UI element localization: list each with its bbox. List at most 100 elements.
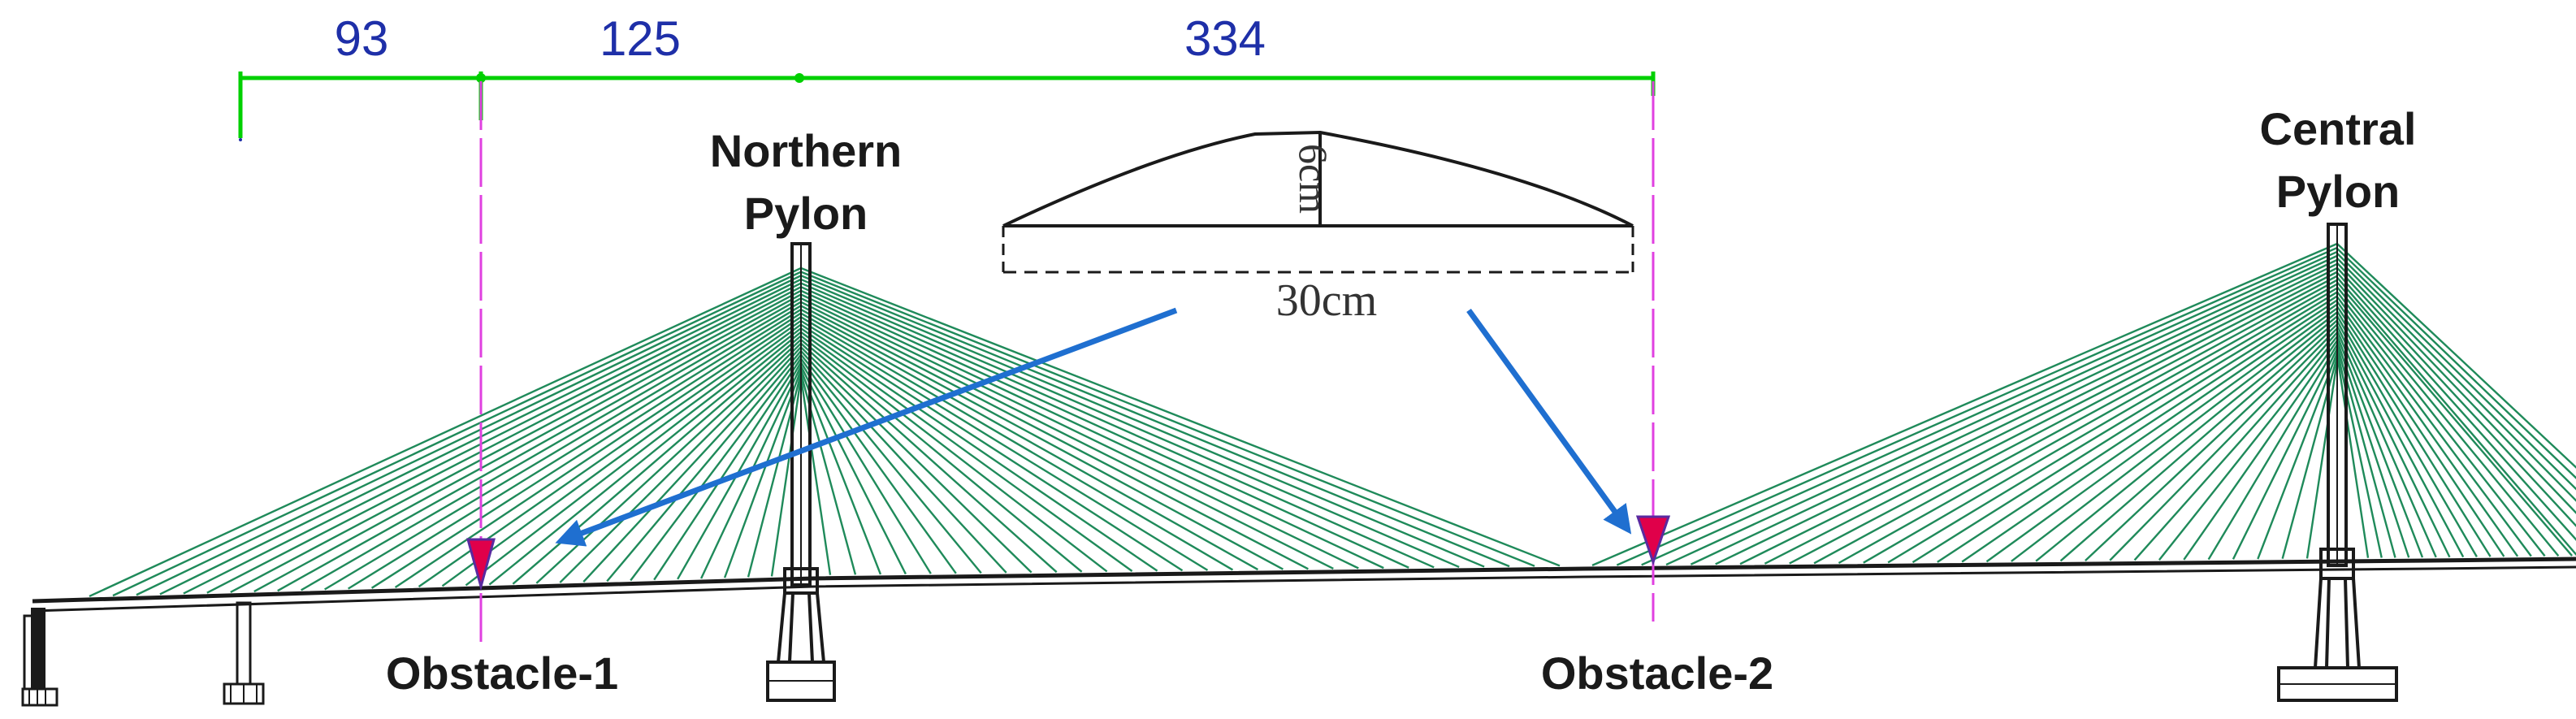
stay-cable xyxy=(800,278,1485,568)
stay-cable xyxy=(2059,319,2338,562)
stay-cable xyxy=(582,346,802,583)
stay-cable xyxy=(800,350,1007,574)
profile-width-label: 30cm xyxy=(1276,275,1377,326)
stay-cable xyxy=(800,342,1058,574)
stay-cable xyxy=(1937,299,2338,563)
obstacle-profile-sketch xyxy=(1002,130,1634,274)
stay-cable xyxy=(1616,246,2338,566)
stay-cable xyxy=(136,275,802,596)
stay-cable xyxy=(1789,275,2338,565)
stay-cable xyxy=(2336,296,2532,557)
stay-cable xyxy=(2336,253,2576,491)
stay-cable xyxy=(2109,327,2338,561)
obstacle-1-label: Obstacle-1 xyxy=(386,648,618,699)
stay-cable xyxy=(1887,291,2338,564)
stay-cable xyxy=(2336,281,2573,557)
bridge-deck xyxy=(32,557,2576,613)
northern-pylon-tower xyxy=(766,242,836,702)
stay-cable xyxy=(799,366,907,575)
stay-cable xyxy=(1715,262,2338,565)
stay-cable xyxy=(112,271,802,597)
stay-cable xyxy=(800,312,1259,571)
stay-cable xyxy=(800,293,1384,570)
stay-cable xyxy=(89,266,802,598)
stay-cable xyxy=(2336,266,2576,527)
central-pylon-label-line2: Pylon xyxy=(2276,166,2400,217)
stay-cable xyxy=(1813,279,2338,565)
stay-cable xyxy=(183,282,802,595)
stay-cable xyxy=(2336,330,2437,558)
dimension-label-93: 93 xyxy=(335,11,389,66)
obstacle-2-marker xyxy=(1635,515,1671,566)
stay-cable xyxy=(800,286,1435,569)
stay-cable xyxy=(800,353,982,574)
stay-cable xyxy=(2232,348,2339,560)
stay-cable xyxy=(630,353,802,582)
stay-cable xyxy=(2336,305,2505,557)
stay-cable xyxy=(677,362,803,580)
stay-cable xyxy=(2035,315,2338,562)
stay-cable xyxy=(799,362,932,574)
stay-cable xyxy=(800,266,1561,567)
northern-pylon-label-line1: Northern xyxy=(710,125,902,176)
stay-cable xyxy=(2336,286,2560,557)
stay-cable xyxy=(800,331,1133,573)
stay-cable xyxy=(800,275,1510,568)
stay-cable xyxy=(206,286,802,594)
stay-cable xyxy=(800,309,1284,570)
arrow-to-obstacle-2 xyxy=(1466,308,1632,535)
stay-cable xyxy=(1739,266,2338,565)
stay-cable xyxy=(800,346,1033,574)
stay-cable xyxy=(2158,336,2338,561)
stay-cable xyxy=(2085,323,2338,561)
stay-cable xyxy=(2336,325,2451,558)
stay-cable xyxy=(800,323,1184,572)
stay-cable xyxy=(301,301,802,591)
stay-cable xyxy=(2336,340,2410,558)
stay-cable xyxy=(2133,331,2338,561)
stay-cable xyxy=(1985,307,2338,563)
stay-cable xyxy=(2336,315,2478,557)
stay-cable xyxy=(800,327,1158,572)
stay-cable xyxy=(324,305,802,591)
stay-cable xyxy=(1591,242,2338,567)
stay-cable xyxy=(1961,303,2338,563)
dimension-line xyxy=(238,71,1656,141)
stay-cable xyxy=(347,308,802,590)
stay-cable xyxy=(1838,283,2338,565)
stay-cable xyxy=(800,289,1409,569)
stay-cable xyxy=(2336,257,2576,502)
stay-cable xyxy=(800,271,1535,567)
central-pylon-tower xyxy=(2277,223,2398,702)
stay-cable xyxy=(723,369,803,578)
left-abutment xyxy=(21,608,58,707)
profile-height-label: 6cm xyxy=(1291,144,1336,214)
stay-cable xyxy=(800,282,1460,569)
stay-cable xyxy=(277,297,802,592)
stay-cable xyxy=(394,316,802,588)
stay-cable xyxy=(2336,320,2465,558)
stay-cable xyxy=(230,289,802,593)
stay-cable xyxy=(1863,287,2338,564)
stay-cable xyxy=(770,377,803,577)
stay-cable xyxy=(2336,262,2576,514)
stay-cable xyxy=(488,331,802,586)
stay-cable xyxy=(800,316,1234,571)
stay-cable xyxy=(2305,360,2339,559)
obstacle-1-marker xyxy=(466,538,496,591)
dimension-label-125: 125 xyxy=(600,11,681,66)
stay-cable xyxy=(800,339,1083,573)
stay-cable xyxy=(2336,276,2576,557)
stay-cable xyxy=(2183,340,2338,561)
stay-cable xyxy=(1690,258,2338,565)
stay-cable xyxy=(1764,271,2338,565)
central-pylon-label-line1: Central xyxy=(2260,103,2417,154)
northern-pylon-label-line2: Pylon xyxy=(744,188,868,239)
stay-cable xyxy=(800,301,1334,570)
stay-cable xyxy=(2011,311,2338,562)
dimension-label-334: 334 xyxy=(1184,11,1266,66)
stay-cable xyxy=(653,357,802,581)
stay-cable xyxy=(1911,295,2338,564)
stay-cable xyxy=(799,369,882,575)
